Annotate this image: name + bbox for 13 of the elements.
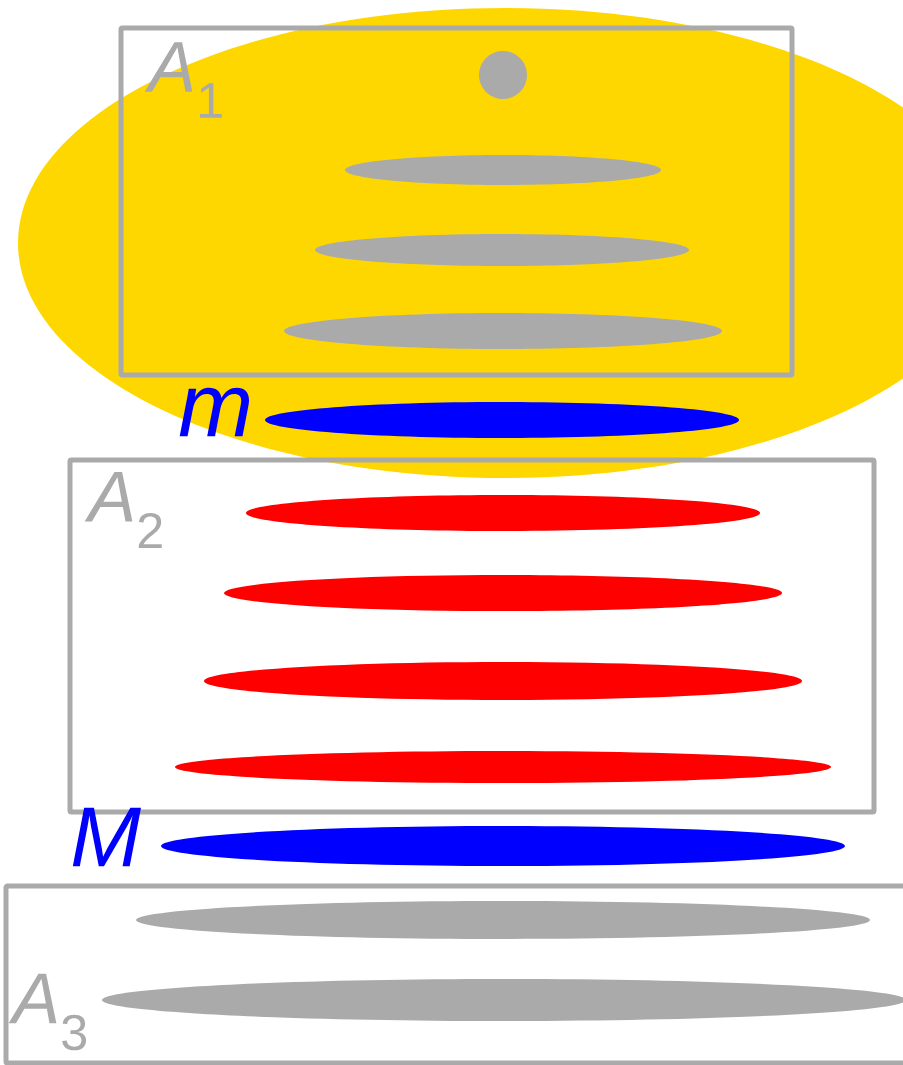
flat-ellipse [136, 901, 870, 939]
dot [479, 51, 527, 99]
flat-ellipse [345, 155, 661, 185]
flat-ellipse [246, 495, 760, 531]
flat-ellipse [175, 751, 831, 783]
flat-ellipse [204, 662, 802, 700]
frame-box: A$_{3}$ [3, 883, 903, 1065]
flat-ellipse [284, 313, 722, 349]
flat-ellipse [161, 826, 845, 866]
flat-ellipse [265, 402, 739, 438]
flat-ellipse [315, 234, 689, 266]
flat-ellipse [224, 575, 782, 611]
variable-label: m [179, 387, 249, 437]
